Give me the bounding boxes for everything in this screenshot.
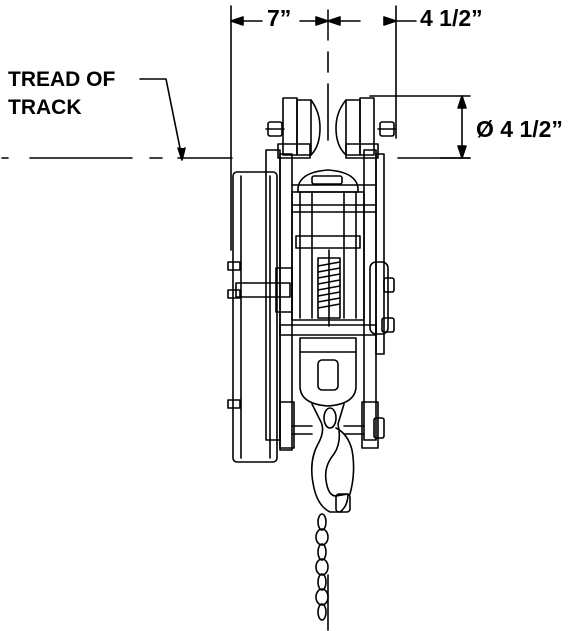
dimension-wheel-diameter (370, 96, 470, 158)
chain (316, 514, 328, 620)
dimension-7 (231, 6, 328, 250)
load-block (300, 338, 356, 406)
tread-callout-line1: TREAD OF (8, 68, 116, 91)
hook (312, 404, 354, 512)
tread-leader (140, 79, 182, 158)
width-dimension-label: 7” (267, 5, 292, 31)
hand-wheel (228, 172, 292, 462)
dimension-4-half (328, 6, 416, 138)
offset-dimension-label: 4 1/2” (420, 5, 483, 31)
right-cover (280, 262, 394, 335)
tread-callout-line2: TRACK (8, 96, 82, 119)
gear-housing (292, 170, 364, 320)
lower-plates (280, 402, 384, 448)
trolley-wheels (266, 98, 396, 158)
wheel-diameter-label: Ø 4 1/2” (476, 116, 563, 142)
tread-arrowhead (178, 148, 185, 160)
brake-spring (318, 250, 340, 326)
